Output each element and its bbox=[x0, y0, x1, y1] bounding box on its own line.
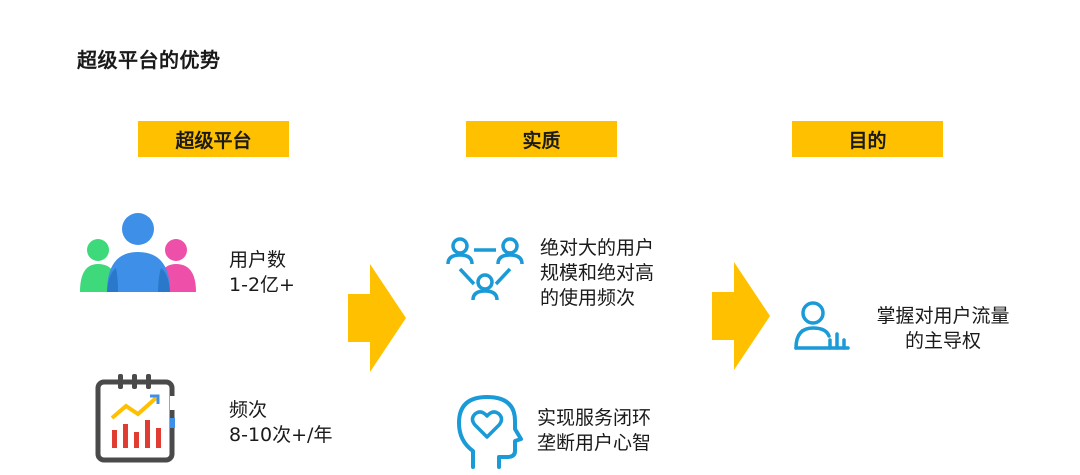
arrow-right-icon bbox=[348, 264, 406, 372]
header-goal: 目的 bbox=[792, 121, 943, 157]
scale-text: 绝对大的用户 规模和绝对高 的使用频次 bbox=[540, 237, 655, 309]
header-platform: 超级平台 bbox=[138, 121, 289, 157]
calendar-chart-icon bbox=[95, 374, 176, 463]
page-title: 超级平台的优势 bbox=[77, 48, 221, 72]
head-heart-icon bbox=[457, 395, 523, 469]
goal-text: 掌握对用户流量 的主导权 bbox=[876, 305, 1010, 352]
network-people-icon bbox=[446, 237, 524, 301]
frequency-text: 频次 8-10次+/年 bbox=[229, 399, 333, 446]
group-users-icon bbox=[80, 213, 196, 292]
user-chart-icon bbox=[794, 301, 850, 350]
service-loop-text: 实现服务闭环 垄断用户心智 bbox=[537, 407, 652, 454]
arrow-right-icon bbox=[712, 262, 770, 370]
header-essence: 实质 bbox=[466, 121, 617, 157]
users-count-text: 用户数 1-2亿+ bbox=[229, 249, 295, 296]
